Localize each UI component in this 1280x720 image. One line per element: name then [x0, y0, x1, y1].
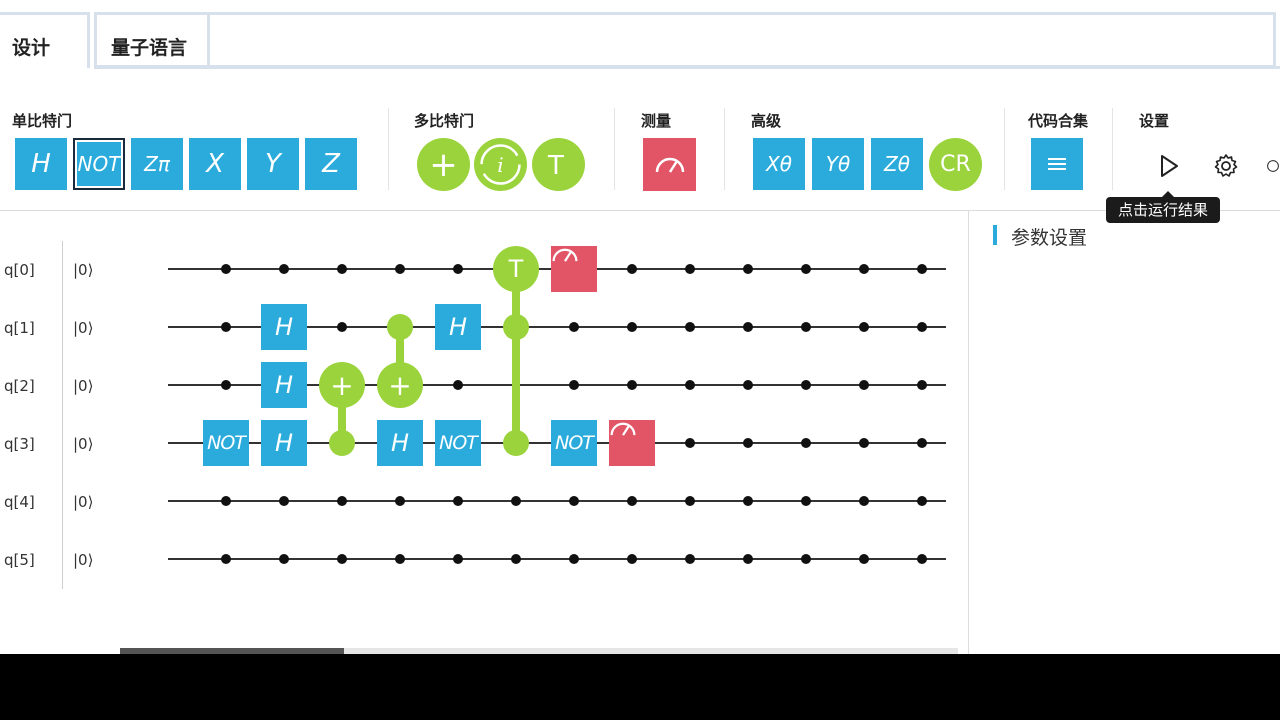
run-tooltip: 点击运行结果 — [1106, 191, 1221, 223]
placed-toffoli-target[interactable]: T — [493, 246, 539, 292]
group-label-settings: 设置 — [1139, 112, 1170, 130]
params-panel: 参数设置 — [969, 211, 1280, 654]
toffoli-icon: T — [547, 151, 564, 181]
placed-cnot-target[interactable]: + — [377, 362, 423, 408]
toolbar-separator — [388, 108, 389, 190]
wire-nodes — [221, 264, 927, 564]
toolbar-separator — [1004, 108, 1005, 190]
gate-button-toffoli[interactable]: T — [532, 138, 585, 191]
label-divider — [62, 241, 63, 589]
gate-button-y-theta[interactable]: Yθ — [812, 138, 864, 190]
swap-i-icon: i — [480, 144, 521, 185]
group-label-code: 代码合集 — [1028, 112, 1089, 130]
circuit-canvas[interactable]: q[0] q[1] q[2] q[3] q[4] q[5] |0⟩ |0⟩ |0… — [0, 211, 968, 654]
gear-icon — [1214, 154, 1238, 177]
group-label-measure: 测量 — [641, 112, 672, 130]
qubit-init-state: |0⟩ — [73, 493, 94, 511]
toolbar-separator — [1112, 108, 1113, 190]
placed-gate-h[interactable]: H — [261, 304, 307, 350]
placed-cnot-control[interactable] — [387, 314, 413, 340]
tab-quantum-language[interactable]: 量子语言 — [94, 12, 210, 68]
placed-gate-h[interactable]: H — [261, 362, 307, 408]
qubit-init-state: |0⟩ — [73, 377, 94, 395]
placed-gate-h[interactable]: H — [261, 420, 307, 466]
meter-icon — [552, 248, 578, 262]
gate-button-x-theta[interactable]: Xθ — [753, 138, 805, 190]
gate-toolbar: 单比特门 多比特门 测量 高级 代码合集 设置 H NOT Zπ X Y Z +… — [0, 72, 1280, 211]
placed-measure[interactable] — [551, 246, 597, 292]
menu-lines-icon — [1048, 158, 1066, 170]
gate-button-not[interactable]: NOT — [73, 138, 125, 190]
group-label-advanced: 高级 — [751, 112, 782, 130]
meter-icon — [610, 422, 636, 436]
gate-button-cr[interactable]: CR — [929, 138, 982, 191]
panel-divider — [968, 211, 969, 654]
group-label-multi: 多比特门 — [414, 112, 475, 130]
tab-underline — [94, 66, 1280, 69]
placed-gate-not[interactable]: NOT — [551, 420, 597, 466]
placed-gate-not[interactable]: NOT — [435, 420, 481, 466]
placed-gate-not[interactable]: NOT — [203, 420, 249, 466]
gate-button-z[interactable]: Z — [305, 138, 357, 190]
qubit-label: q[3] — [4, 435, 35, 453]
group-label-single: 单比特门 — [12, 112, 73, 130]
gate-button-measure[interactable] — [643, 138, 696, 191]
run-button[interactable] — [1155, 152, 1183, 180]
circuit-wires — [168, 264, 946, 564]
qubit-init-state: |0⟩ — [73, 435, 94, 453]
circle-icon — [1267, 160, 1279, 172]
placed-gate-h[interactable]: H — [435, 304, 481, 350]
qubit-label: q[4] — [4, 493, 35, 511]
gate-button-y[interactable]: Y — [247, 138, 299, 190]
qubit-label: q[5] — [4, 551, 35, 569]
params-accent-bar — [993, 225, 997, 245]
qubit-init-state: |0⟩ — [73, 319, 94, 337]
placed-measure[interactable] — [609, 420, 655, 466]
tab-design[interactable]: 设计 — [0, 12, 90, 68]
gate-button-z-pi[interactable]: Zπ — [131, 138, 183, 190]
gate-button-cnot[interactable]: + — [417, 138, 470, 191]
gate-button-swap[interactable]: i — [474, 138, 527, 191]
play-icon — [1161, 155, 1178, 177]
tab-strip — [210, 12, 1276, 68]
placed-toffoli-control[interactable] — [503, 314, 529, 340]
placed-toffoli-control[interactable] — [503, 430, 529, 456]
tab-bar: 设计 量子语言 — [0, 0, 1280, 72]
quantum-composer-app: 设计 量子语言 单比特门 多比特门 测量 高级 代码合集 设置 H NOT Zπ… — [0, 0, 1280, 654]
gate-button-z-theta[interactable]: Zθ — [871, 138, 923, 190]
svg-text:T: T — [547, 151, 564, 181]
qubit-init-state: |0⟩ — [73, 551, 94, 569]
meter-icon — [655, 157, 684, 173]
qubit-init-state: |0⟩ — [73, 261, 94, 279]
gate-button-h[interactable]: H — [15, 138, 67, 190]
qubit-label: q[0] — [4, 261, 35, 279]
placed-cnot-target[interactable]: + — [319, 362, 365, 408]
scrollbar-thumb[interactable] — [120, 648, 344, 654]
toolbar-separator — [614, 108, 615, 190]
placed-gate-h[interactable]: H — [377, 420, 423, 466]
placed-cnot-control[interactable] — [329, 430, 355, 456]
params-title: 参数设置 — [1011, 227, 1088, 249]
horizontal-scrollbar[interactable] — [120, 648, 958, 654]
gate-button-x[interactable]: X — [189, 138, 241, 190]
qubit-label: q[2] — [4, 377, 35, 395]
toolbar-separator — [724, 108, 725, 190]
help-button[interactable] — [1266, 152, 1280, 180]
code-collection-button[interactable] — [1031, 138, 1083, 190]
settings-button[interactable] — [1212, 152, 1240, 180]
svg-text:i: i — [497, 153, 503, 177]
qubit-label: q[1] — [4, 319, 35, 337]
